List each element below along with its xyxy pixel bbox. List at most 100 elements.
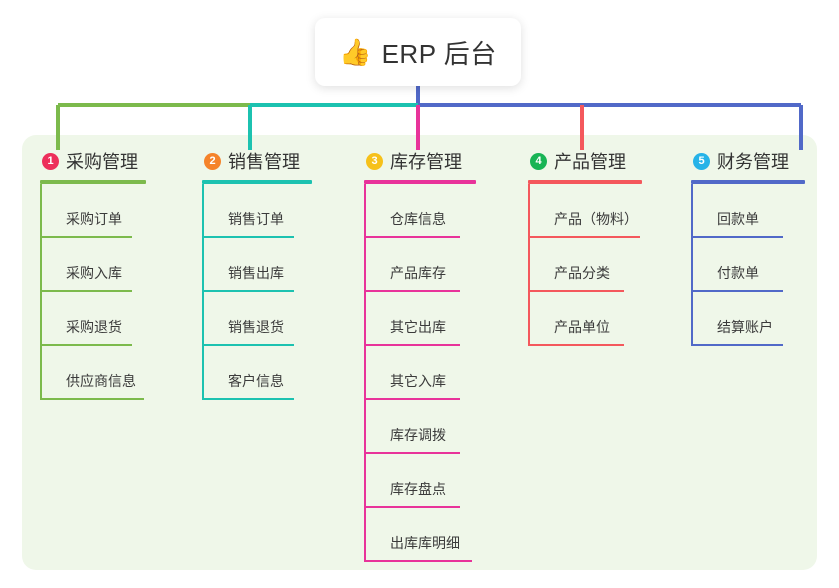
branch-item[interactable]: 产品分类 xyxy=(528,238,688,292)
branch-item-label: 采购退货 xyxy=(66,319,122,335)
branch-item-label: 产品分类 xyxy=(554,265,610,281)
branch-item-underline xyxy=(40,290,132,292)
branch-badge-2: 2 xyxy=(204,152,221,170)
branch-item-label: 其它出库 xyxy=(390,319,446,335)
branch-item[interactable]: 付款单 xyxy=(691,238,839,292)
branch-column-4: 4 产品管理 产品（物料） 产品分类产品单位 xyxy=(528,148,688,346)
branch-item-underline xyxy=(40,398,144,400)
branch-item-label: 产品库存 xyxy=(390,265,446,281)
branch-header-3[interactable]: 3 库存管理 xyxy=(364,148,524,174)
branch-item-underline xyxy=(202,344,294,346)
branch-item[interactable]: 销售订单 xyxy=(202,184,352,238)
branch-rule-4 xyxy=(528,180,642,184)
branch-item-stem xyxy=(364,400,366,454)
branch-item-underline xyxy=(364,398,460,400)
branch-item-underline xyxy=(691,236,783,238)
branch-item-stem xyxy=(691,292,693,346)
branch-header-1[interactable]: 1 采购管理 xyxy=(40,148,190,174)
branch-item[interactable]: 库存盘点 xyxy=(364,454,524,508)
branch-item-underline xyxy=(528,290,624,292)
branch-item-underline xyxy=(691,290,783,292)
branch-item-label: 回款单 xyxy=(717,211,759,227)
branch-item-label: 销售退货 xyxy=(228,319,284,335)
branch-item-label: 出库库明细 xyxy=(390,535,460,551)
branch-rule-2 xyxy=(202,180,312,184)
branch-items-1: 采购订单采购入库采购退货供应商信息 xyxy=(40,184,190,400)
branch-item-stem xyxy=(528,292,530,346)
branch-rule-1 xyxy=(40,180,146,184)
branch-header-2[interactable]: 2 销售管理 xyxy=(202,148,352,174)
branch-item-label: 产品（物料） xyxy=(554,211,638,227)
branches-panel xyxy=(22,135,817,570)
branch-item-stem xyxy=(202,184,204,238)
branch-title-2: 销售管理 xyxy=(228,152,300,172)
branch-item-underline xyxy=(364,560,472,562)
branch-item-label: 采购入库 xyxy=(66,265,122,281)
branch-item-label: 付款单 xyxy=(717,265,759,281)
branch-item-stem xyxy=(528,238,530,292)
branch-item-stem xyxy=(40,238,42,292)
branch-item-underline xyxy=(364,290,460,292)
branch-item-label: 仓库信息 xyxy=(390,211,446,227)
branch-item-underline xyxy=(691,344,783,346)
branch-badge-1: 1 xyxy=(42,152,59,170)
branch-title-4: 产品管理 xyxy=(554,152,626,172)
branch-item-stem xyxy=(202,238,204,292)
branch-column-2: 2 销售管理 销售订单销售出库销售退货客户信息 xyxy=(202,148,352,400)
branch-item[interactable]: 结算账户 xyxy=(691,292,839,346)
branch-item-stem xyxy=(528,184,530,238)
branch-item[interactable]: 其它出库 xyxy=(364,292,524,346)
branch-item-label: 产品单位 xyxy=(554,319,610,335)
branch-item-stem xyxy=(364,292,366,346)
branch-item[interactable]: 采购订单 xyxy=(40,184,190,238)
thumbs-up-icon: 👍 xyxy=(339,37,372,67)
branch-item-label: 客户信息 xyxy=(228,373,284,389)
branch-item[interactable]: 销售出库 xyxy=(202,238,352,292)
branch-header-4[interactable]: 4 产品管理 xyxy=(528,148,688,174)
branch-item[interactable]: 仓库信息 xyxy=(364,184,524,238)
branch-item[interactable]: 采购退货 xyxy=(40,292,190,346)
branch-rule-3 xyxy=(364,180,476,184)
branch-item-stem xyxy=(364,454,366,508)
branch-item-label: 供应商信息 xyxy=(66,373,136,389)
branch-item-underline xyxy=(364,506,460,508)
branch-item-stem xyxy=(202,292,204,346)
branch-rule-5 xyxy=(691,180,805,184)
root-node[interactable]: 👍 ERP 后台 xyxy=(315,18,521,86)
branch-badge-3: 3 xyxy=(366,152,383,170)
branch-item-underline xyxy=(364,452,460,454)
branch-item-stem xyxy=(40,292,42,346)
branch-item[interactable]: 库存调拨 xyxy=(364,400,524,454)
branch-column-5: 5 财务管理 回款单付款单结算账户 xyxy=(691,148,839,346)
branch-column-3: 3 库存管理 仓库信息产品库存其它出库其它入库库存调拨库存盘点出库库明细 xyxy=(364,148,524,562)
branch-item-label: 销售出库 xyxy=(228,265,284,281)
branch-item-stem xyxy=(691,238,693,292)
branch-items-5: 回款单付款单结算账户 xyxy=(691,184,839,346)
branch-item[interactable]: 出库库明细 xyxy=(364,508,524,562)
branch-item-underline xyxy=(202,290,294,292)
branch-item[interactable]: 供应商信息 xyxy=(40,346,190,400)
branch-item[interactable]: 回款单 xyxy=(691,184,839,238)
branch-item[interactable]: 客户信息 xyxy=(202,346,352,400)
branch-item[interactable]: 产品库存 xyxy=(364,238,524,292)
branch-item-underline xyxy=(528,236,640,238)
branch-item-underline xyxy=(528,344,624,346)
branch-item-stem xyxy=(364,184,366,238)
branch-item-label: 采购订单 xyxy=(66,211,122,227)
branch-item-stem xyxy=(364,508,366,562)
branch-items-3: 仓库信息产品库存其它出库其它入库库存调拨库存盘点出库库明细 xyxy=(364,184,524,562)
branch-item[interactable]: 产品（物料） xyxy=(528,184,688,238)
branch-header-5[interactable]: 5 财务管理 xyxy=(691,148,839,174)
branch-item-stem xyxy=(691,184,693,238)
branch-item-label: 销售订单 xyxy=(228,211,284,227)
branch-badge-4: 4 xyxy=(530,152,547,170)
branch-item-underline xyxy=(202,398,294,400)
branch-item[interactable]: 销售退货 xyxy=(202,292,352,346)
branch-item[interactable]: 其它入库 xyxy=(364,346,524,400)
branch-item[interactable]: 产品单位 xyxy=(528,292,688,346)
branch-item[interactable]: 采购入库 xyxy=(40,238,190,292)
branch-items-2: 销售订单销售出库销售退货客户信息 xyxy=(202,184,352,400)
branch-title-5: 财务管理 xyxy=(717,152,789,172)
branch-column-1: 1 采购管理 采购订单采购入库采购退货供应商信息 xyxy=(40,148,190,400)
